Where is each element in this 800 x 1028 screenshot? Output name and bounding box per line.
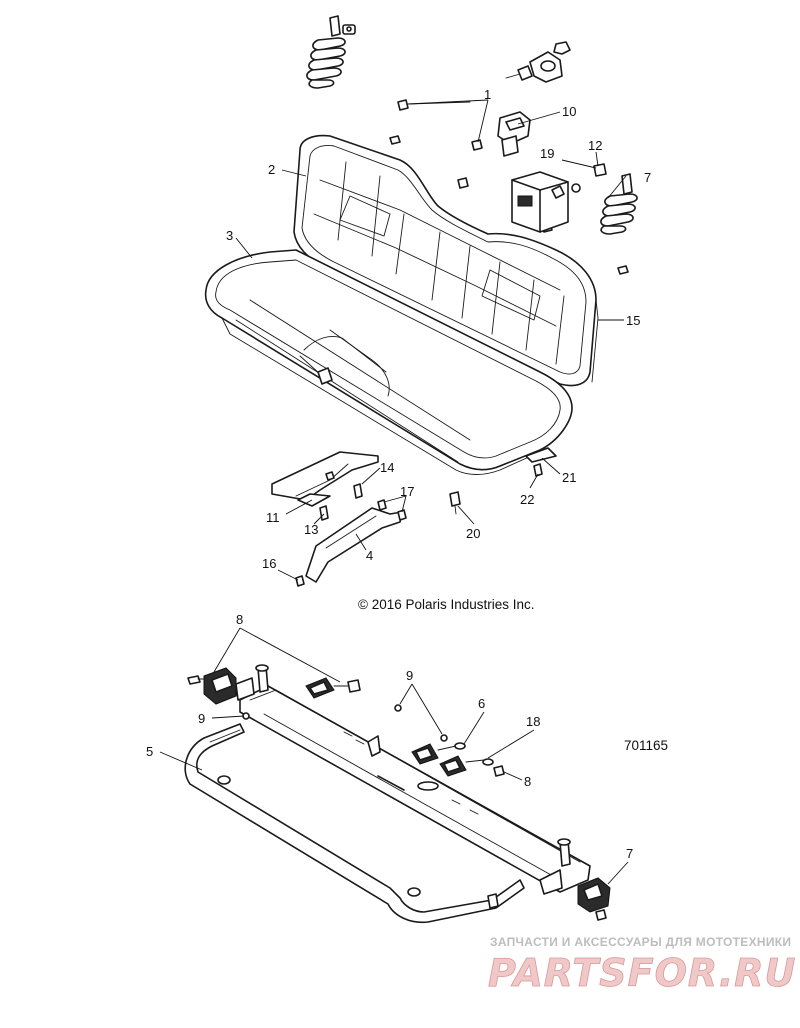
seat-belt-buckle [497,111,531,157]
callout-7-top: 7 [644,170,651,185]
watermark-tagline: ЗАПЧАСТИ И АКСЕССУАРЫ ДЛЯ МОТОТЕХНИКИ [490,935,791,949]
hook-bracket [505,41,571,83]
bolt-13 [319,505,329,521]
screw [389,99,629,275]
pin [449,491,461,515]
nut [394,704,448,742]
small-plate [525,447,557,477]
seat-bracket [305,507,403,583]
callout-9-top: 9 [406,668,413,683]
callout-17: 17 [400,484,414,499]
backrest-panel [591,299,599,383]
latch-left [187,667,255,720]
callout-19: 19 [540,146,554,161]
callout-16: 16 [262,556,276,571]
watermark: ЗАПЧАСТИ И АКСЕССУАРЫ ДЛЯ МОТОТЕХНИКИ PA… [488,935,796,995]
callout-18: 18 [526,714,540,729]
seat-cushion [204,249,573,475]
document-number: 701165 [624,738,668,753]
callout-8-top: 8 [236,612,243,627]
callouts: 1 10 12 19 7 2 3 15 14 17 11 13 4 16 20 … [146,87,651,861]
mounting-plate [271,451,379,507]
callout-22: 22 [520,492,534,507]
screw-16 [295,575,305,587]
bolt-14 [353,483,363,499]
console-box [511,171,581,233]
callout-8-right: 8 [524,774,531,789]
callout-7-bottom: 7 [626,846,633,861]
callout-9-left: 9 [198,711,205,726]
leader-lines [159,99,629,885]
callout-20: 20 [466,526,480,541]
callout-6: 6 [478,696,485,711]
callout-5: 5 [146,744,153,759]
latch-spring-top [306,15,356,89]
callout-10: 10 [562,104,576,119]
seat-frame [184,664,591,924]
callout-21: 21 [562,470,576,485]
watermark-brand: PARTSFOR.RU [488,951,796,995]
callout-13: 13 [304,522,318,537]
callout-3: 3 [226,228,233,243]
callout-11: 11 [266,510,280,525]
latch-spring-right [600,173,638,235]
callout-2: 2 [268,162,275,177]
buckle-pair [411,742,505,777]
callout-15: 15 [626,313,640,328]
buckle-upper [305,677,361,699]
copyright-notice: © 2016 Polaris Industries Inc. [358,597,535,612]
callout-14: 14 [380,460,394,475]
callout-1: 1 [484,87,491,102]
bolt [593,163,607,177]
latch-right [577,877,611,921]
callout-12: 12 [588,138,602,153]
callout-4: 4 [366,548,373,563]
